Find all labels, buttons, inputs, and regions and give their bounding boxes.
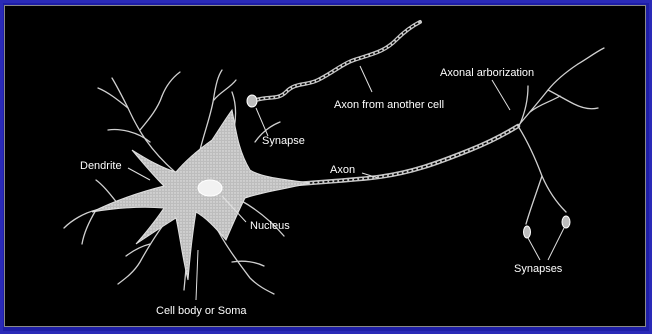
label-nucleus: Nucleus [250,220,290,232]
label-synapse: Synapse [262,135,305,147]
incoming-axon [256,22,420,100]
label-axonal-arborization: Axonal arborization [440,67,534,79]
label-synapses: Synapses [514,263,563,275]
label-dendrite: Dendrite [80,160,122,172]
label-axon-from-another-cell: Axon from another cell [334,99,444,111]
synapse-terminals [247,95,570,238]
label-axon: Axon [330,164,355,176]
label-cell-body: Cell body or Soma [156,305,247,317]
nucleus [198,180,222,196]
